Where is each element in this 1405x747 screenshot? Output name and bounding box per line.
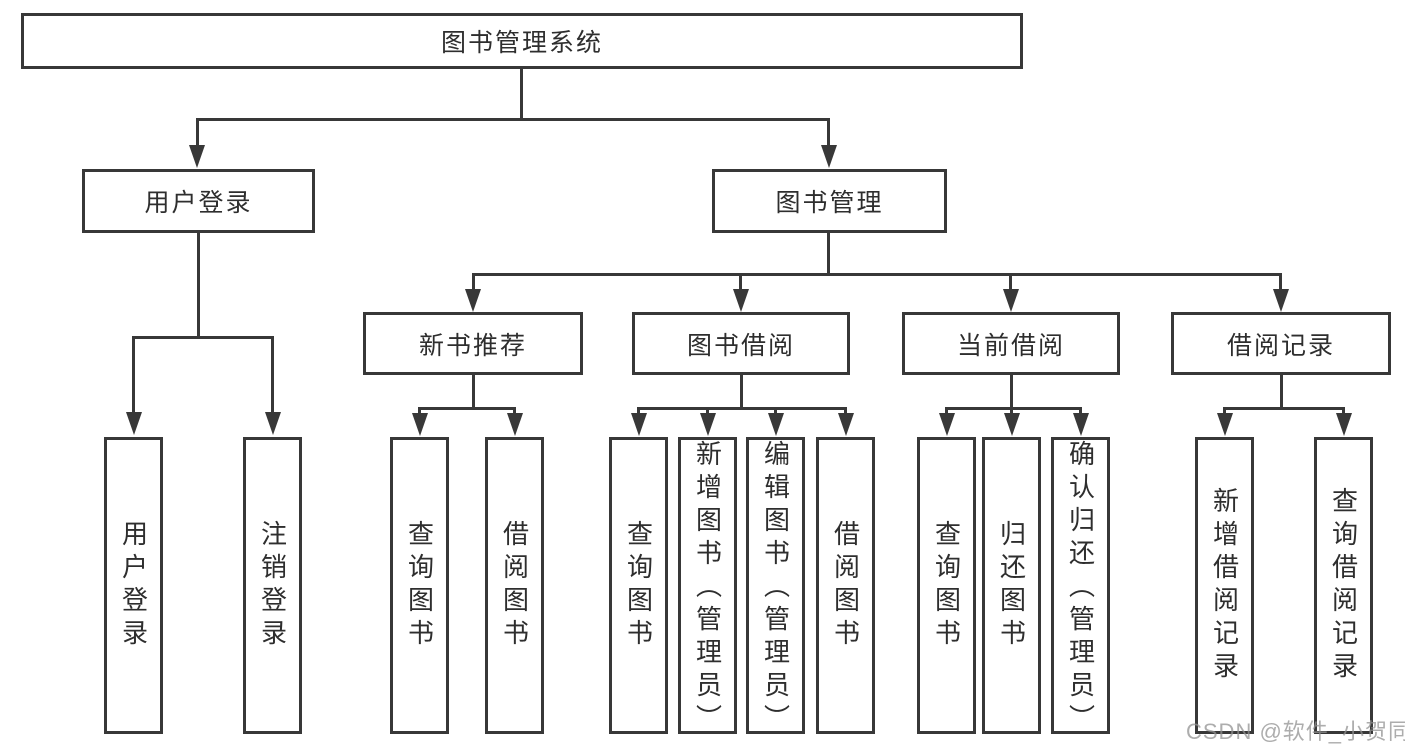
node-current-borrowing: 当前借阅 bbox=[902, 312, 1120, 375]
node-borrow-records: 借阅记录 bbox=[1171, 312, 1391, 375]
connector-current-bar bbox=[945, 407, 1082, 410]
arrowhead-down-icon bbox=[1073, 413, 1089, 436]
leaf-logout: 注销登录 bbox=[243, 437, 302, 734]
connector-login-drop-right bbox=[271, 336, 274, 414]
leaf-records-query-record: 查询借阅记录 bbox=[1314, 437, 1373, 734]
connector-borrow-trunk bbox=[740, 375, 743, 407]
connector-records-bar bbox=[1223, 407, 1345, 410]
connector-borrow-drop bbox=[637, 407, 640, 417]
connector-newbook-bar bbox=[418, 407, 516, 410]
connector-login-bar bbox=[132, 336, 274, 339]
leaf-borrow-query-books: 查询图书 bbox=[609, 437, 668, 734]
connector-mgmt-trunk bbox=[827, 233, 830, 273]
connector-login-trunk bbox=[197, 233, 200, 336]
connector-l2-drop-right bbox=[827, 118, 830, 148]
connector-current-drop bbox=[945, 407, 948, 417]
connector-l3-drop-2 bbox=[739, 273, 742, 293]
connector-borrow-drop bbox=[844, 407, 847, 417]
connector-l2-bar bbox=[196, 118, 830, 121]
arrowhead-down-icon bbox=[189, 145, 205, 168]
connector-borrow-drop bbox=[706, 407, 709, 417]
arrowhead-down-icon bbox=[126, 412, 142, 435]
node-root-library-system: 图书管理系统 bbox=[21, 13, 1023, 69]
arrowhead-down-icon bbox=[465, 289, 481, 312]
arrowhead-down-icon bbox=[838, 413, 854, 436]
node-user-login: 用户登录 bbox=[82, 169, 315, 233]
arrowhead-down-icon bbox=[733, 289, 749, 312]
connector-login-drop-left bbox=[132, 336, 135, 414]
csdn-watermark: CSDN @软件_小贺同学 bbox=[1186, 719, 1405, 744]
arrowhead-down-icon bbox=[939, 413, 955, 436]
connector-newbook-drop bbox=[513, 407, 516, 417]
arrowhead-down-icon bbox=[1217, 413, 1233, 436]
connector-current-drop bbox=[1010, 407, 1013, 417]
node-book-borrowing: 图书借阅 bbox=[632, 312, 850, 375]
connector-l3-drop-3 bbox=[1009, 273, 1012, 293]
leaf-user-login: 用户登录 bbox=[104, 437, 163, 734]
connector-l3-drop-4 bbox=[1279, 273, 1282, 293]
leaf-newbook-borrow-books: 借阅图书 bbox=[485, 437, 544, 734]
connector-newbook-drop bbox=[418, 407, 421, 417]
connector-root-trunk bbox=[520, 69, 523, 118]
connector-l3-drop-1 bbox=[472, 273, 475, 293]
connector-current-trunk bbox=[1010, 375, 1013, 407]
arrowhead-down-icon bbox=[631, 413, 647, 436]
arrowhead-down-icon bbox=[768, 413, 784, 436]
connector-borrow-bar bbox=[637, 407, 847, 410]
leaf-borrow-add-book-admin: 新增图书（管理员） bbox=[678, 437, 737, 737]
connector-records-drop bbox=[1223, 407, 1226, 417]
connector-borrow-drop bbox=[774, 407, 777, 417]
leaf-records-add-record: 新增借阅记录 bbox=[1195, 437, 1254, 734]
arrowhead-down-icon bbox=[821, 145, 837, 168]
connector-l2-drop-left bbox=[196, 118, 199, 148]
arrowhead-down-icon bbox=[700, 413, 716, 436]
arrowhead-down-icon bbox=[1004, 413, 1020, 436]
node-new-book-recommend: 新书推荐 bbox=[363, 312, 583, 375]
leaf-current-return-books: 归还图书 bbox=[982, 437, 1041, 734]
arrowhead-down-icon bbox=[1273, 289, 1289, 312]
connector-current-drop bbox=[1079, 407, 1082, 417]
leaf-borrow-borrow-books: 借阅图书 bbox=[816, 437, 875, 734]
connector-l3-bar bbox=[472, 273, 1282, 276]
leaf-borrow-edit-book-admin: 编辑图书（管理员） bbox=[746, 437, 805, 737]
leaf-current-query-books: 查询图书 bbox=[917, 437, 976, 734]
leaf-newbook-query-books: 查询图书 bbox=[390, 437, 449, 734]
connector-records-trunk bbox=[1280, 375, 1283, 407]
node-book-management: 图书管理 bbox=[712, 169, 947, 233]
arrowhead-down-icon bbox=[1336, 413, 1352, 436]
connector-newbook-trunk bbox=[472, 375, 475, 407]
leaf-current-confirm-return-admin: 确认归还（管理员） bbox=[1051, 437, 1110, 737]
connector-records-drop bbox=[1342, 407, 1345, 417]
arrowhead-down-icon bbox=[1003, 289, 1019, 312]
arrowhead-down-icon bbox=[507, 413, 523, 436]
arrowhead-down-icon bbox=[412, 413, 428, 436]
arrowhead-down-icon bbox=[265, 412, 281, 435]
